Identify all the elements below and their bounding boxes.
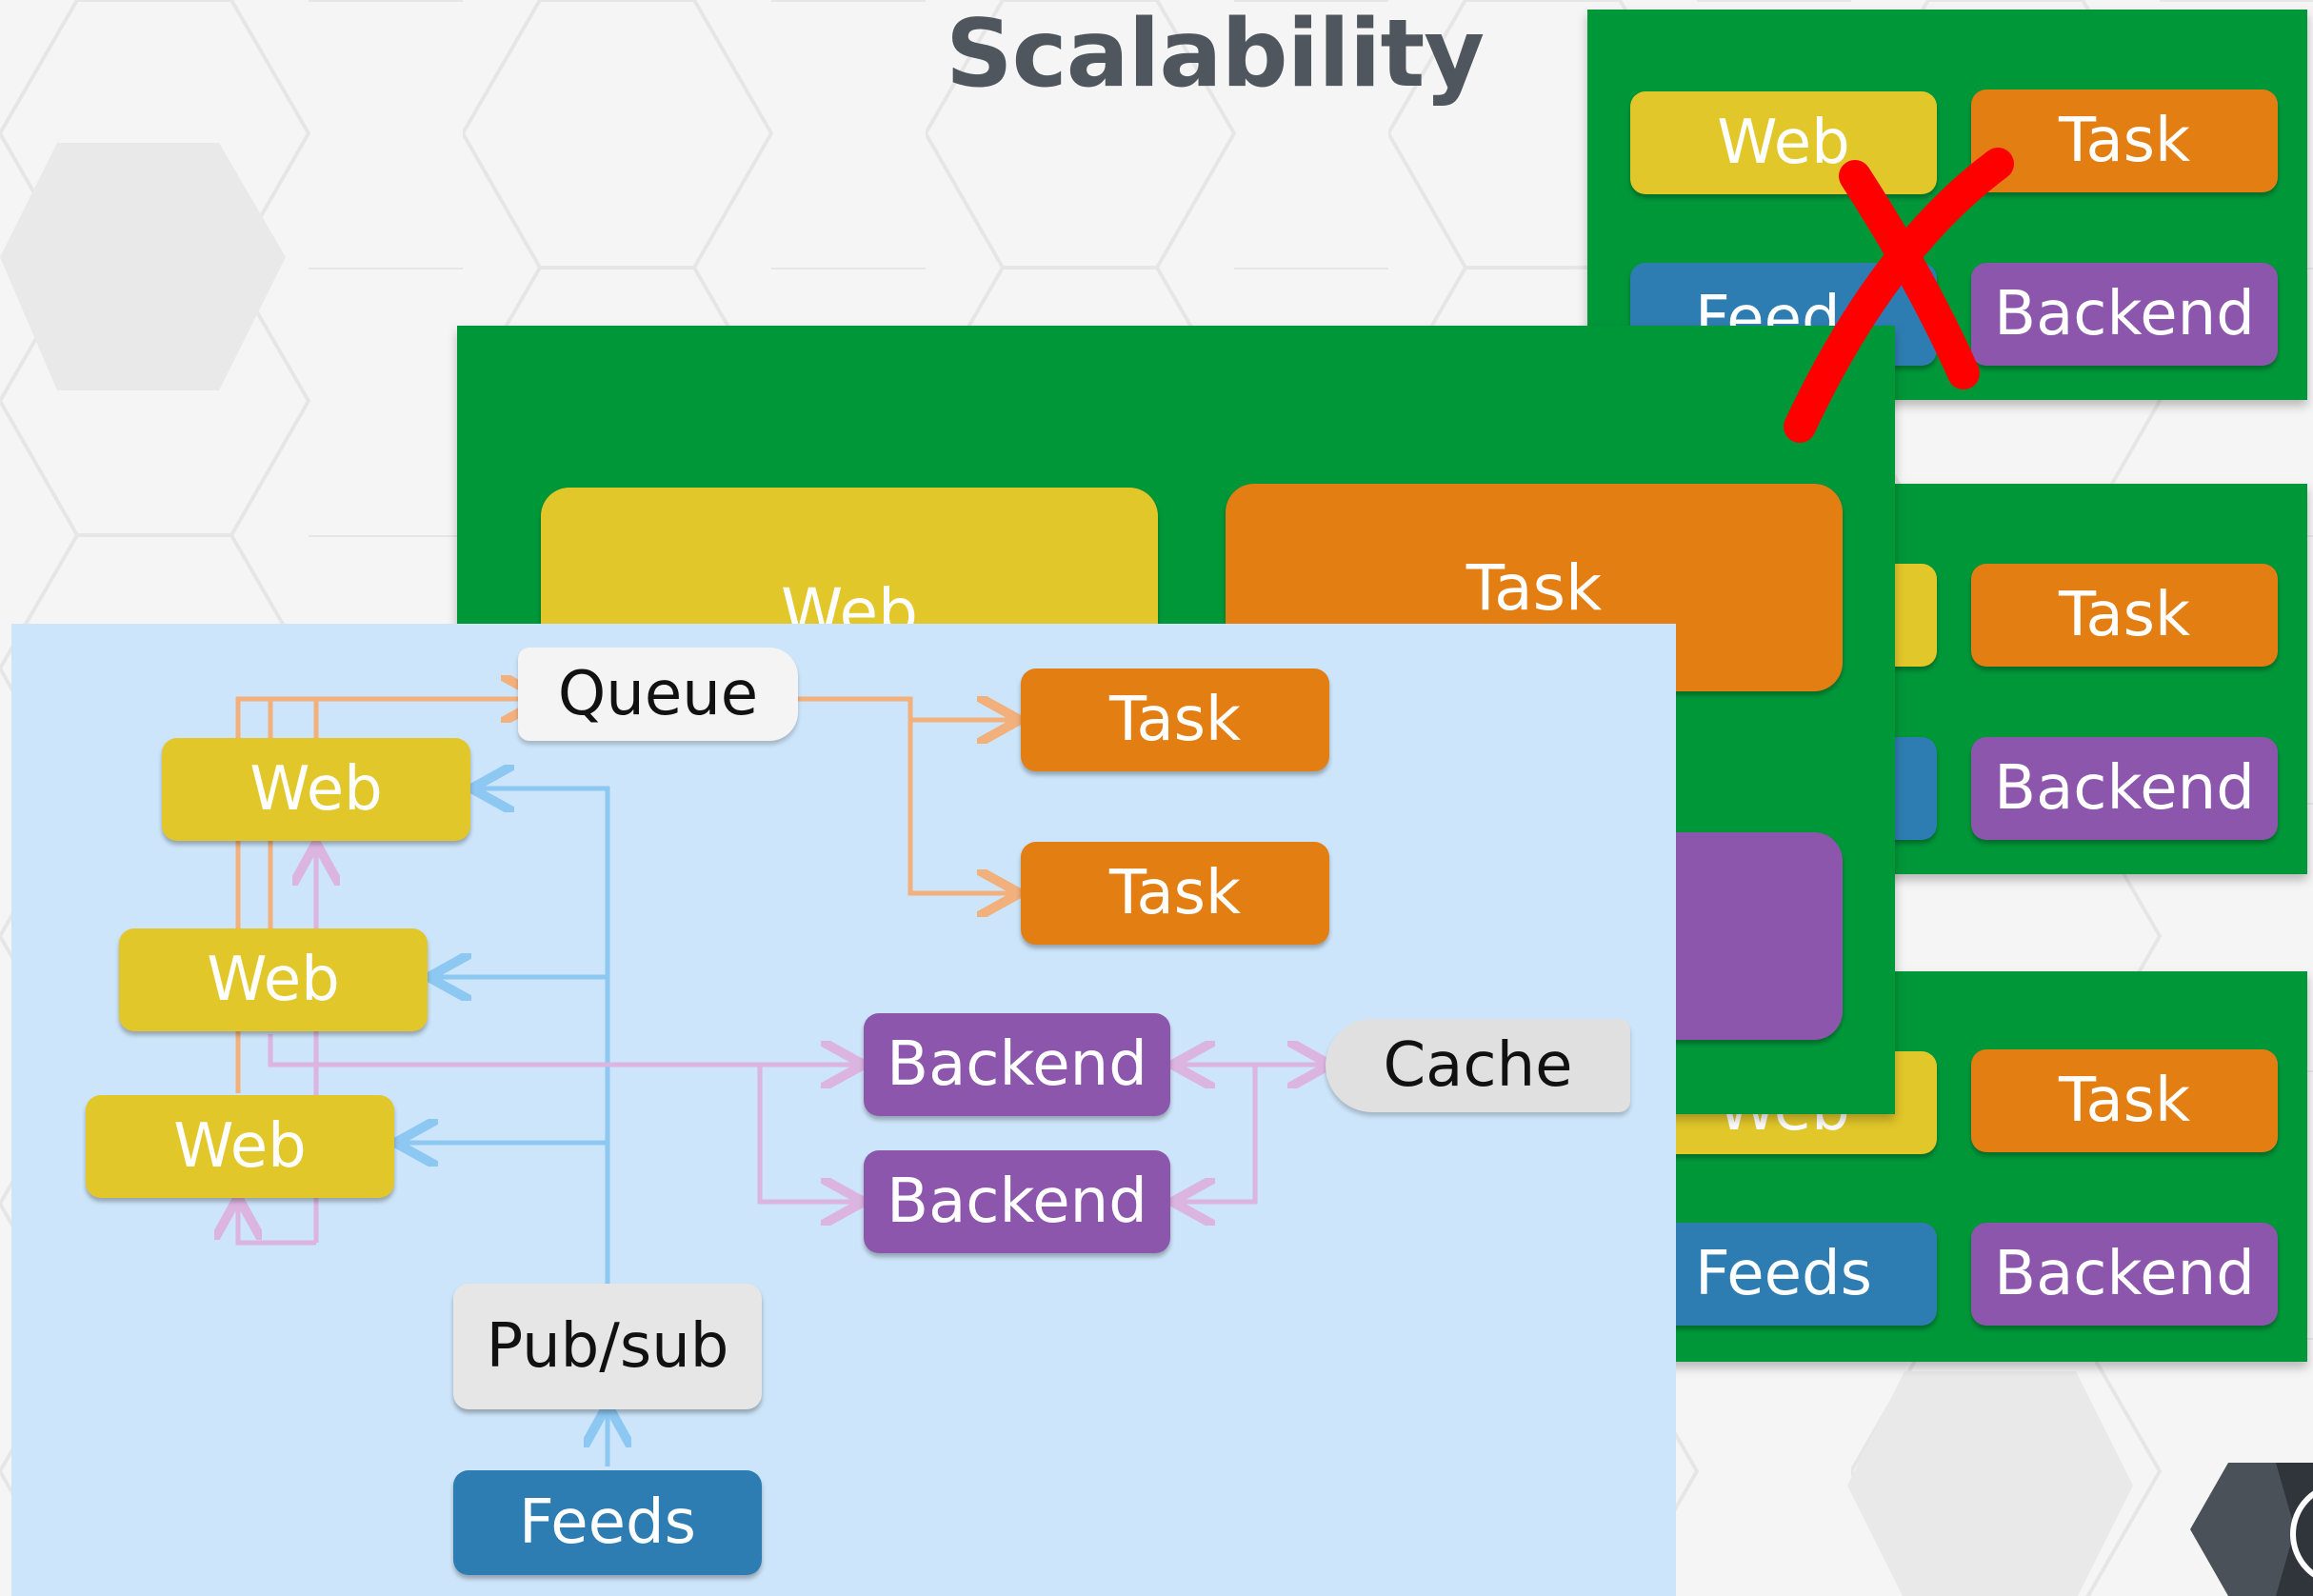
diagram-task-2: Task bbox=[1021, 842, 1329, 945]
diagram-backend-2: Backend bbox=[864, 1150, 1170, 1253]
logo-icon bbox=[2190, 1463, 2313, 1596]
diagram-web-3: Web bbox=[86, 1095, 394, 1198]
server-bottom-backend: Backend bbox=[1971, 1223, 2278, 1326]
server-bottom-feeds: Feeds bbox=[1630, 1223, 1937, 1326]
diagram-backend-1: Backend bbox=[864, 1013, 1170, 1116]
server-top-task: Task bbox=[1971, 90, 2278, 192]
cache-node: Cache bbox=[1326, 1019, 1630, 1112]
server-middle-backend: Backend bbox=[1971, 737, 2278, 840]
diagram-web-2: Web bbox=[119, 928, 428, 1031]
pubsub-node: Pub/sub bbox=[453, 1284, 762, 1409]
diagram-web-1: Web bbox=[162, 738, 470, 841]
server-middle-task: Task bbox=[1971, 564, 2278, 667]
server-top-web: Web bbox=[1630, 91, 1937, 194]
diagram-task-1: Task bbox=[1021, 668, 1329, 771]
server-bottom-task: Task bbox=[1971, 1049, 2278, 1152]
diagram-feeds: Feeds bbox=[453, 1470, 762, 1575]
server-top-backend: Backend bbox=[1971, 263, 2278, 366]
queue-node: Queue bbox=[518, 648, 798, 741]
